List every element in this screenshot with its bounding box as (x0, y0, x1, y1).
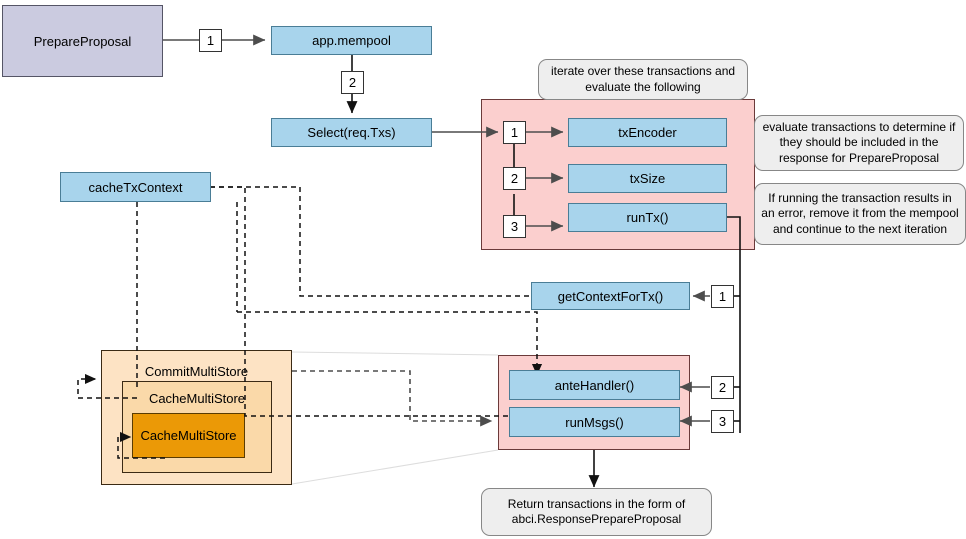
wire-runtx-spine (727, 216, 741, 433)
guide-bottom (291, 449, 499, 485)
step-badge-1: 1 (199, 29, 222, 52)
callout-iterate: iterate over these transactions and eval… (538, 59, 748, 100)
guide-top (291, 351, 499, 356)
cache-multi-store-outer-label: CacheMultiStore (148, 391, 246, 406)
wire-cachetx-to-getcontext (210, 186, 531, 297)
node-get-context-for-tx[interactable]: getContextForTx() (531, 282, 690, 310)
callout-evaluate: evaluate transactions to determine if th… (754, 115, 964, 171)
callout-return: Return transactions in the form of abci.… (481, 488, 712, 536)
cache-multi-store-inner (132, 413, 245, 458)
node-tx-size[interactable]: txSize (568, 164, 727, 193)
ctx-badge-2: 2 (711, 376, 734, 399)
loop-badge-3: 3 (503, 215, 526, 238)
node-run-tx[interactable]: runTx() (568, 203, 727, 232)
node-cache-tx-context[interactable]: cacheTxContext (60, 172, 211, 202)
step-badge-2: 2 (341, 71, 364, 94)
node-tx-encoder[interactable]: txEncoder (568, 118, 727, 147)
node-prepare-proposal[interactable]: PrepareProposal (2, 5, 163, 77)
cache-multi-store-inner-label: CacheMultiStore (140, 428, 237, 443)
node-app-mempool[interactable]: app.mempool (271, 26, 432, 55)
wire-feedback-commitstore (77, 373, 137, 399)
ctx-badge-3: 3 (711, 410, 734, 433)
commit-multi-store-label: CommitMultiStore (144, 364, 249, 379)
node-run-msgs[interactable]: runMsgs() (509, 407, 680, 437)
wire-commitstore-to-runmsgs (292, 370, 493, 427)
loop-badge-2: 2 (503, 167, 526, 190)
loop-badge-1: 1 (503, 121, 526, 144)
node-ante-handler[interactable]: anteHandler() (509, 370, 680, 400)
ctx-badge-1: 1 (711, 285, 734, 308)
wire-feedback-cachestore (117, 431, 165, 459)
node-select-req-txs[interactable]: Select(req.Txs) (271, 118, 432, 147)
callout-error: If running the transaction results in an… (754, 183, 966, 245)
wire-cachetx-to-storeline (210, 186, 517, 417)
wire-getcontext-to-antehandler (237, 311, 543, 376)
